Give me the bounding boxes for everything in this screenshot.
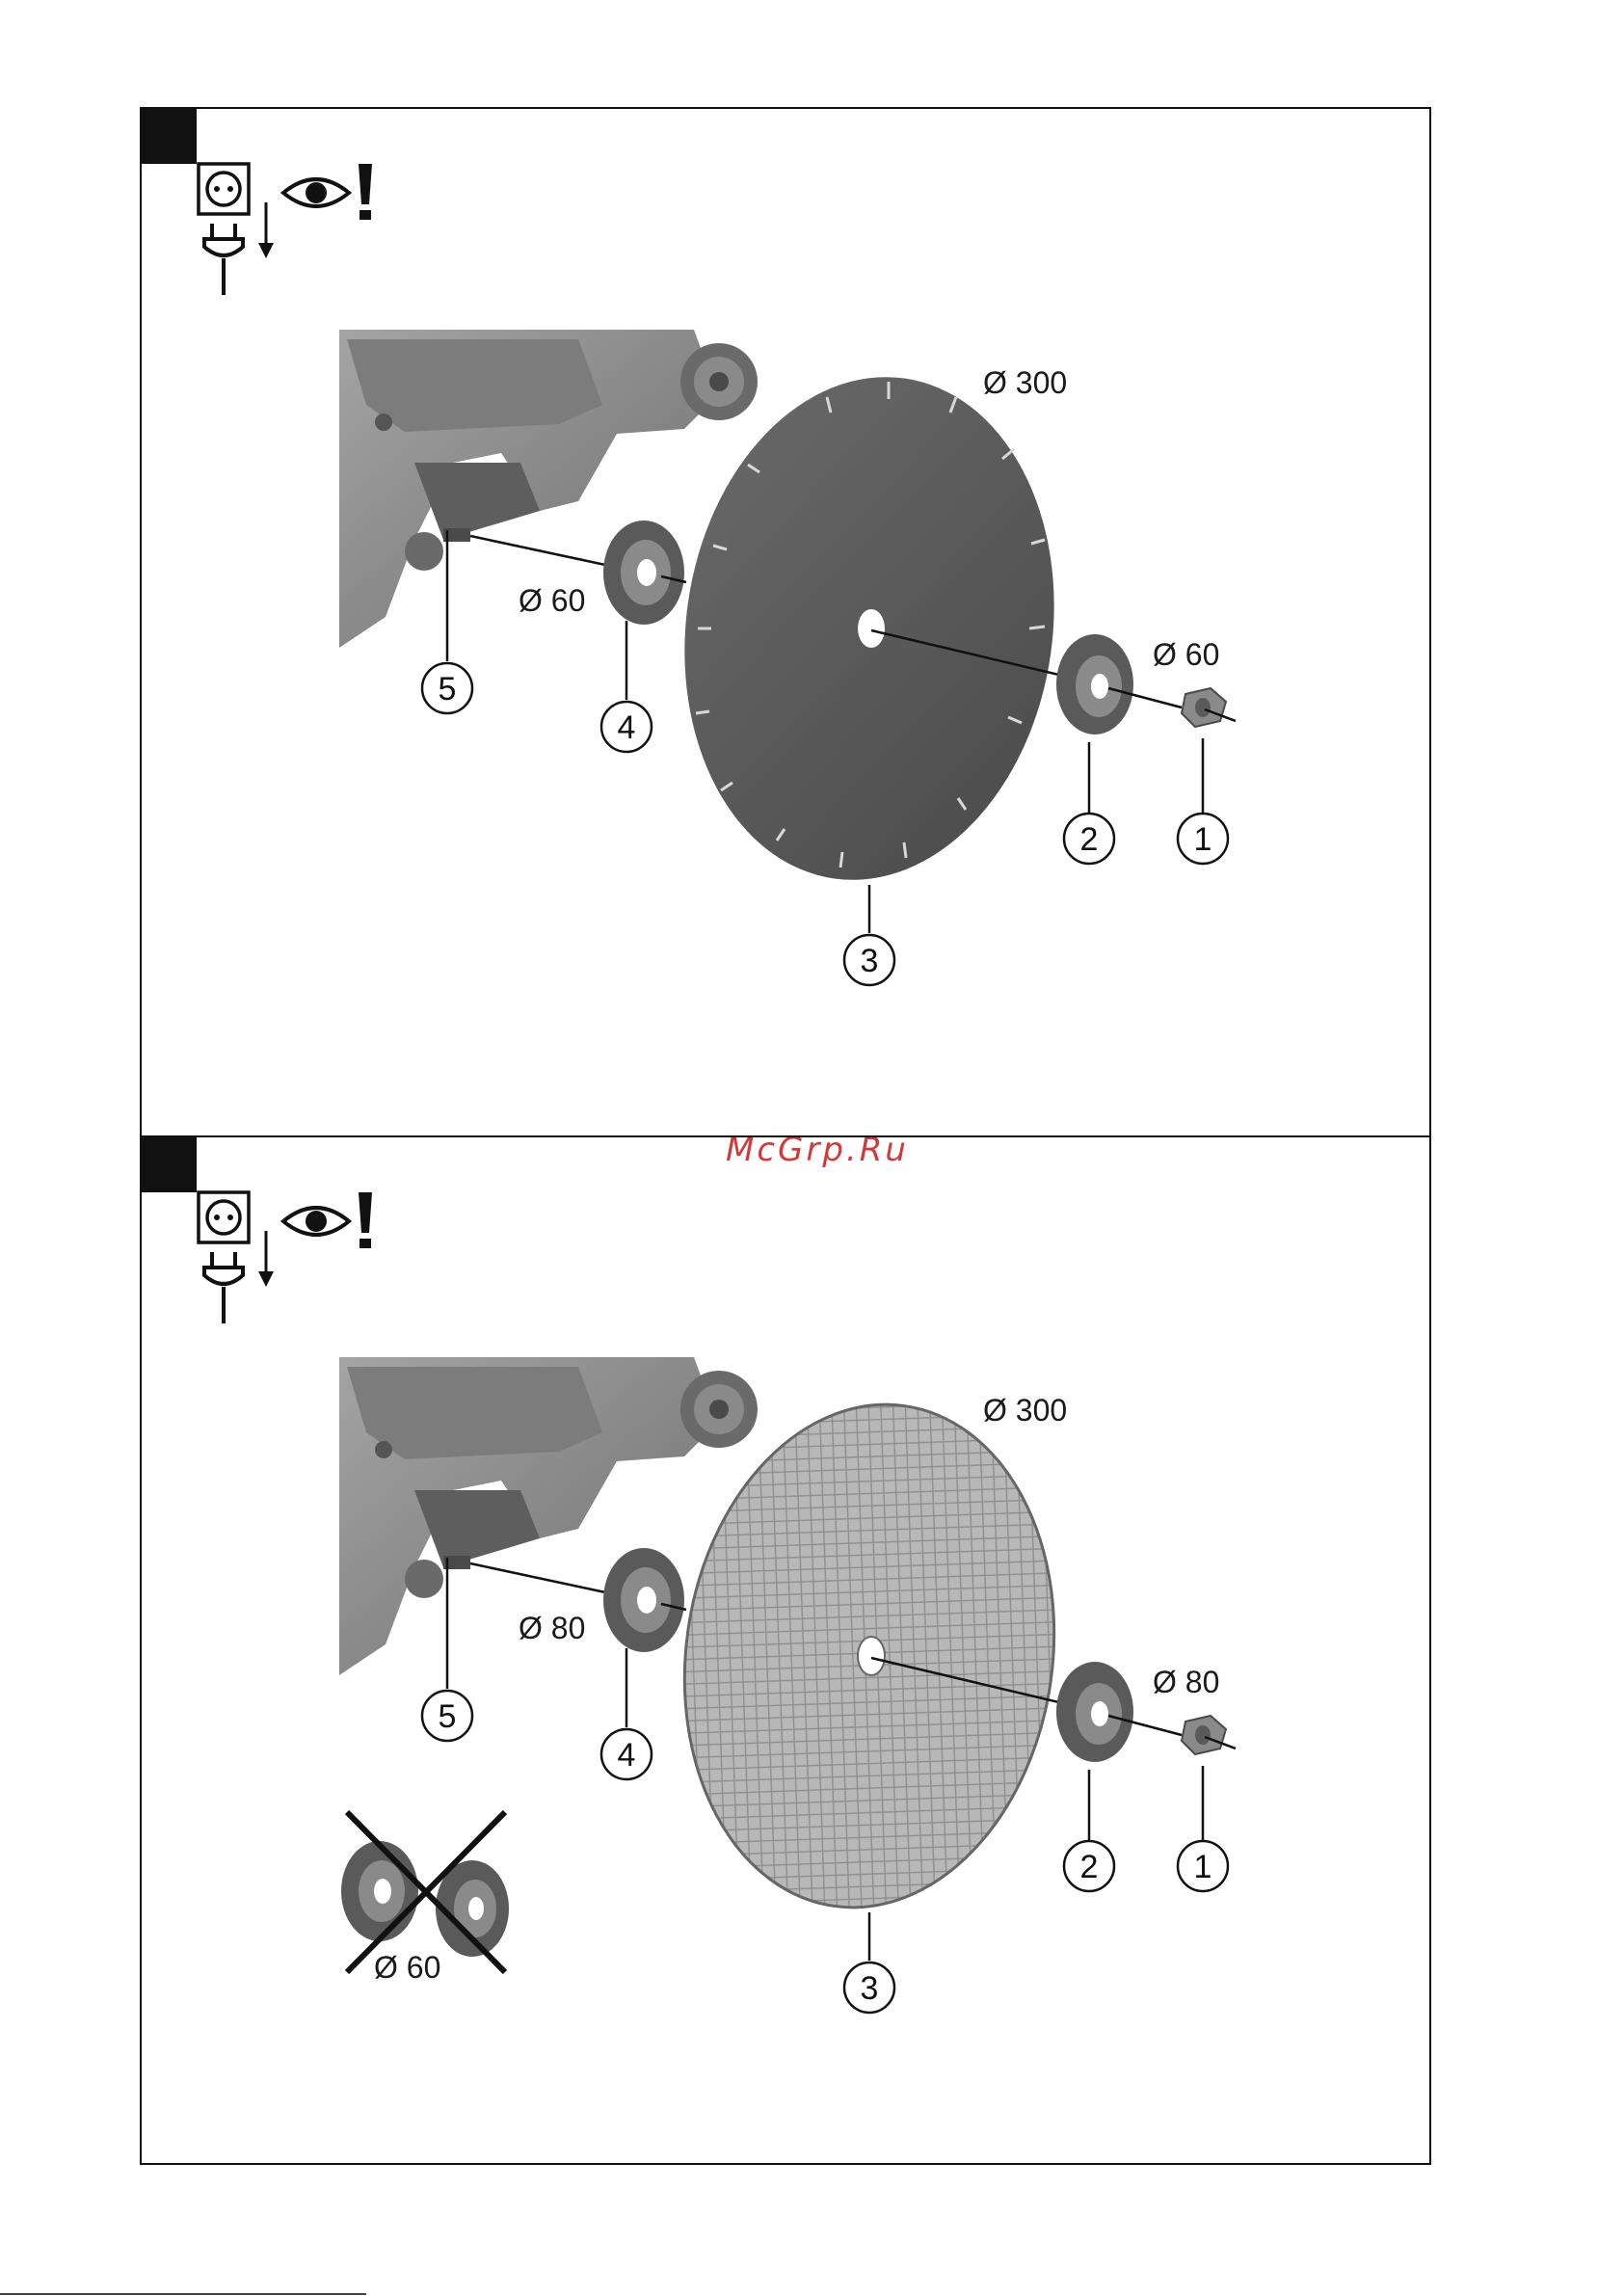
abrasive-disc [652,1380,1085,1932]
unplug-icon [199,1192,274,1323]
callout-number: 3 [861,943,879,979]
spindle [405,528,470,571]
callout-1: 1 [1178,814,1228,864]
inner-flange [603,521,684,625]
callout-number: 5 [439,671,457,707]
callout-2: 2 [1064,1841,1114,1891]
inner-flange-diameter-label: Ø 80 [519,1611,585,1645]
inner-flange [603,1548,684,1652]
outer-flange [1056,1662,1133,1762]
callout-5: 5 [422,1691,472,1741]
flange-nut [1182,688,1226,727]
flange-nut [1182,1716,1226,1754]
wheel [680,1371,758,1448]
callout-number: 5 [439,1698,457,1735]
attention-icon [283,164,372,220]
wheel [680,343,758,420]
callout-2: 2 [1064,814,1114,864]
callout-number: 3 [861,1970,879,2007]
callout-number: 4 [618,709,636,746]
disc-diameter-label: Ø 300 [983,365,1067,400]
outer-flange [1056,634,1133,734]
diamond-disc [652,353,1085,904]
not-allowed-flanges [341,1812,509,1972]
callout-5: 5 [422,663,472,713]
step-marker [141,1136,197,1192]
inner-flange-diameter-label: Ø 60 [519,583,585,618]
callout-3: 3 [844,1962,894,2013]
step-marker [141,108,197,164]
callout-number: 2 [1080,1849,1099,1885]
outer-flange-diameter-label: Ø 80 [1153,1665,1219,1699]
panel-1: 5 4 3 2 1 Ø 300 Ø 60 Ø 60 [141,108,1430,1136]
disc-diameter-label: Ø 300 [983,1393,1067,1428]
callout-4: 4 [601,702,652,752]
panel-2: Ø 60 5 4 3 2 1 Ø 300 Ø 80 Ø 80 [141,1136,1430,2164]
callout-1: 1 [1178,1841,1228,1891]
axis-line [470,1563,605,1592]
axis-line [470,536,605,565]
spindle [405,1556,470,1598]
not-allowed-diameter-label: Ø 60 [374,1950,440,1985]
attention-icon [283,1192,372,1248]
callout-4: 4 [601,1729,652,1779]
callout-number: 1 [1194,1849,1212,1885]
outer-flange-diameter-label: Ø 60 [1153,637,1219,672]
callout-number: 4 [618,1737,636,1774]
callout-3: 3 [844,935,894,985]
callout-number: 2 [1080,821,1099,858]
unplug-icon [199,164,274,295]
callout-number: 1 [1194,821,1212,858]
